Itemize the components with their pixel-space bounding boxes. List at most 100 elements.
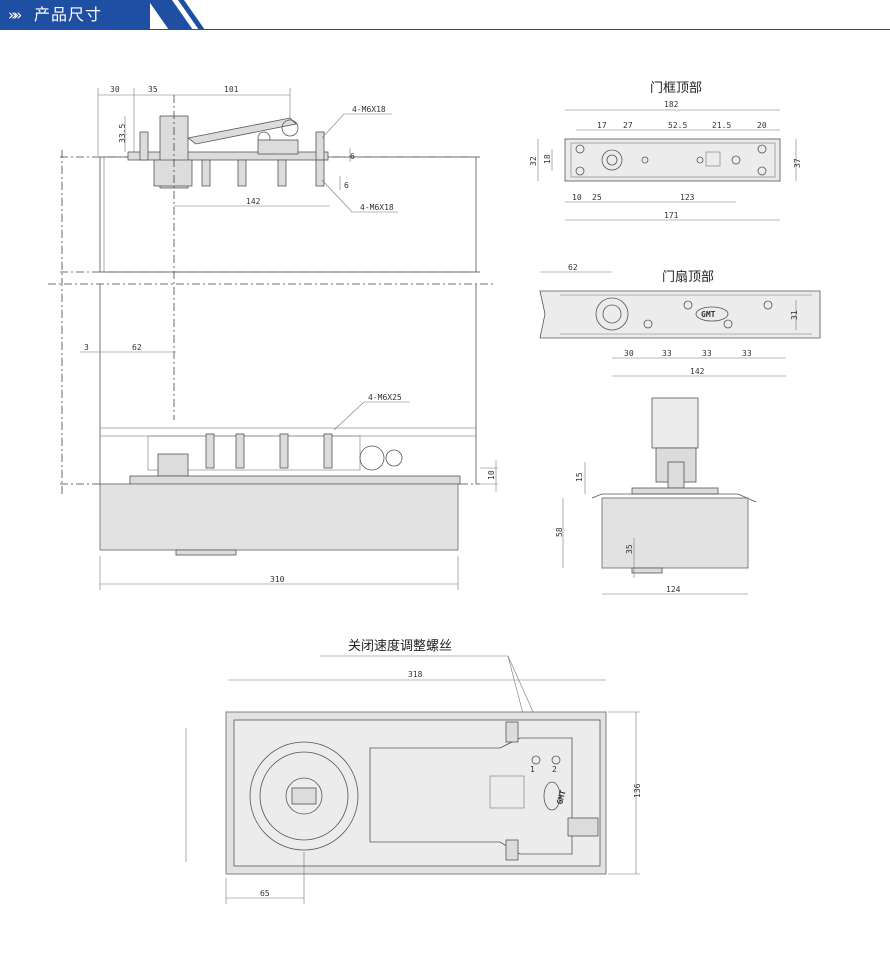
dim-label: 6 bbox=[344, 181, 349, 190]
dim-label: 142 bbox=[246, 197, 261, 206]
dim-label: 35 bbox=[148, 85, 158, 94]
header-rule bbox=[0, 29, 890, 30]
hole bbox=[643, 319, 653, 329]
note-label: 4-M6X18 bbox=[360, 203, 394, 212]
pivot-housing bbox=[153, 159, 193, 187]
dim-label: 136 bbox=[633, 783, 642, 798]
bottom-strap bbox=[147, 435, 361, 471]
dim-label: 30 bbox=[624, 349, 634, 358]
speed-screw-1 bbox=[531, 755, 541, 765]
spindle bbox=[667, 461, 685, 489]
spindle-disc bbox=[249, 741, 359, 851]
speed-screw-2 bbox=[551, 755, 561, 765]
dim-label: 58 bbox=[555, 527, 564, 537]
screw bbox=[277, 159, 287, 187]
closer-body bbox=[99, 483, 459, 551]
slot bbox=[705, 151, 721, 167]
stud bbox=[505, 721, 519, 743]
closer-body-side bbox=[601, 497, 749, 569]
dim-label: 6 bbox=[350, 152, 355, 161]
screw-label: 1 bbox=[530, 765, 535, 774]
leader-line bbox=[321, 179, 398, 213]
frame-top-view: 门框顶部 182 17 27 52.5 21.5 20 32 18 37 10 … bbox=[529, 81, 802, 221]
dim-label: 318 bbox=[408, 670, 423, 679]
hole bbox=[723, 319, 733, 329]
frame-plate bbox=[564, 138, 781, 182]
dim-label: 31 bbox=[790, 310, 799, 320]
dim-label: 32 bbox=[529, 156, 538, 166]
screw bbox=[323, 433, 333, 469]
hole bbox=[731, 155, 741, 165]
gmt-logo: GMT bbox=[701, 310, 716, 319]
bolt bbox=[315, 131, 325, 161]
dim-label: 62 bbox=[568, 263, 578, 272]
elevation-view: 30 35 101 33.5 6 6 142 4-M6X18 4-M6X18 3… bbox=[48, 85, 498, 590]
closer-foot bbox=[631, 567, 663, 574]
dim-label: 33 bbox=[742, 349, 752, 358]
dim-label: 142 bbox=[690, 367, 705, 376]
pivot-hole-inner bbox=[606, 154, 618, 166]
cover-plate bbox=[129, 475, 461, 485]
door-top-view: 门扇顶部 GMT 62 31 30 33 33 33 142 bbox=[539, 263, 821, 377]
dim-label: 171 bbox=[664, 211, 679, 220]
hole bbox=[763, 300, 773, 310]
dim-label: 3 bbox=[84, 343, 89, 352]
screw bbox=[315, 159, 325, 187]
dim-label: 310 bbox=[270, 575, 285, 584]
adjuster bbox=[359, 445, 385, 471]
gmt-logo-emblem bbox=[695, 306, 729, 322]
dim-label: 33 bbox=[662, 349, 672, 358]
screw bbox=[201, 159, 211, 187]
screw-label: 2 bbox=[552, 765, 557, 774]
hole bbox=[575, 144, 585, 154]
gmt-logo-emblem bbox=[543, 781, 561, 811]
side-view: 15 58 35 124 bbox=[555, 397, 757, 595]
top-cap bbox=[631, 487, 719, 495]
view-title: 门扇顶部 bbox=[662, 269, 714, 285]
hole bbox=[757, 144, 767, 154]
dim-label: 62 bbox=[132, 343, 142, 352]
body-mechanism bbox=[369, 737, 573, 855]
screw bbox=[235, 433, 245, 469]
dim-label: 25 bbox=[592, 193, 602, 202]
hole bbox=[683, 300, 693, 310]
spindle-square bbox=[291, 787, 317, 805]
dim-label: 18 bbox=[543, 154, 552, 164]
dim-label: 15 bbox=[575, 472, 584, 482]
pivot-recess bbox=[595, 297, 629, 331]
dim-label: 20 bbox=[757, 121, 767, 130]
spindle-block bbox=[157, 453, 189, 477]
dim-label: 182 bbox=[664, 100, 679, 109]
closer-foot bbox=[175, 549, 237, 556]
leader-line bbox=[321, 113, 392, 139]
dim-label: 33.5 bbox=[118, 124, 127, 143]
valve-block bbox=[489, 775, 525, 809]
dim-label: 52.5 bbox=[668, 121, 687, 130]
dim-label: 123 bbox=[680, 193, 695, 202]
arm bbox=[187, 117, 297, 145]
dim-label: 27 bbox=[623, 121, 633, 130]
dim-label: 101 bbox=[224, 85, 239, 94]
screw bbox=[279, 433, 289, 469]
dim-label: 35 bbox=[625, 544, 634, 554]
lever-bracket bbox=[257, 139, 299, 155]
spindle-disc-inner bbox=[259, 751, 349, 841]
dim-label: 21.5 bbox=[712, 121, 731, 130]
section-title: 产品尺寸 bbox=[34, 5, 103, 24]
hole bbox=[641, 156, 649, 164]
dim-label: 10 bbox=[487, 470, 496, 480]
dim-label: 30 bbox=[110, 85, 120, 94]
frame-plate-inner bbox=[570, 142, 776, 178]
spindle-hub bbox=[285, 777, 323, 815]
dim-label: 124 bbox=[666, 585, 681, 594]
door-stile bbox=[651, 397, 699, 449]
adjust-block bbox=[567, 817, 599, 837]
screw bbox=[205, 433, 215, 469]
header-bar bbox=[0, 0, 150, 30]
dim-label: 10 bbox=[572, 193, 582, 202]
dim-label: 33 bbox=[702, 349, 712, 358]
hole bbox=[575, 166, 585, 176]
pivot-recess-inner bbox=[602, 304, 622, 324]
note-label: 4-M6X25 bbox=[368, 393, 402, 402]
